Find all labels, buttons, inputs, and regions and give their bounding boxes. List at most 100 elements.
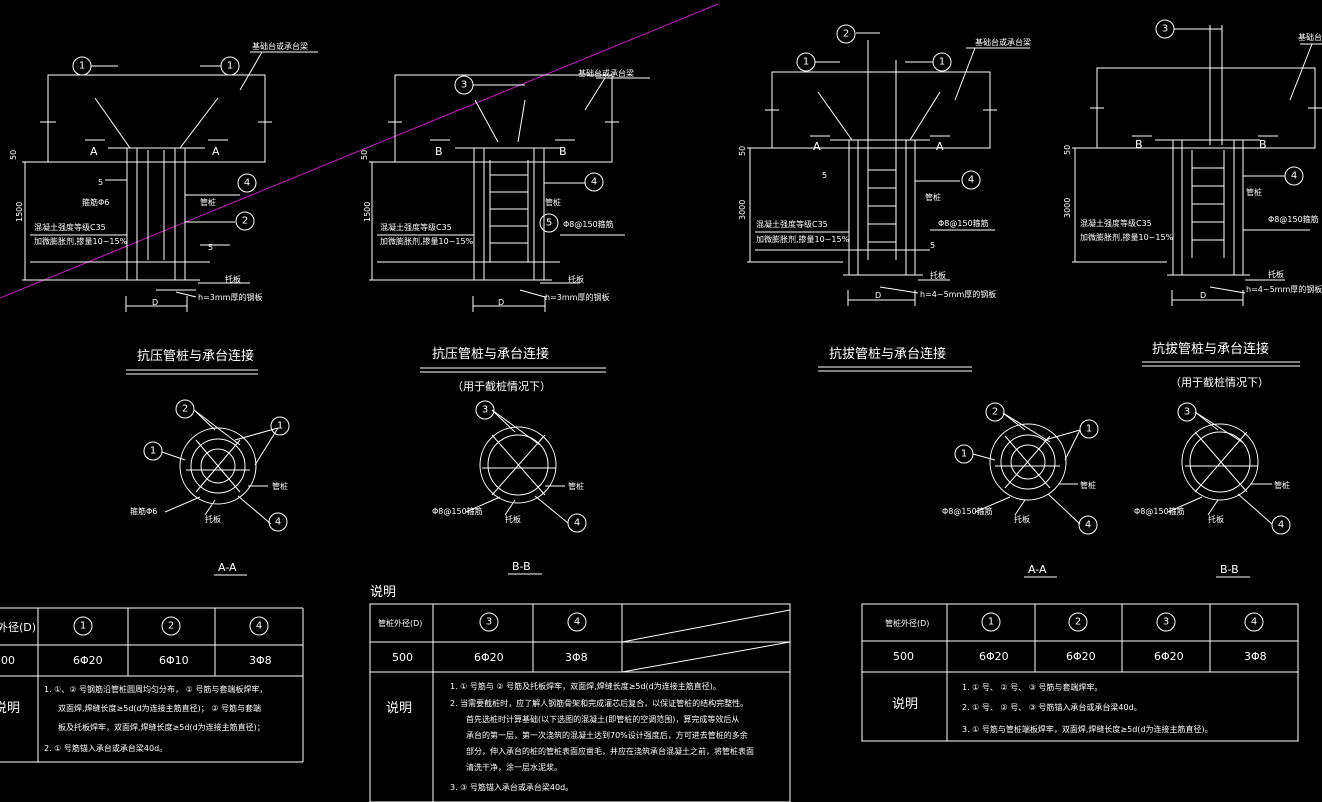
subtitle-detail-2: （用于截桩情况下） bbox=[452, 379, 551, 393]
marker-4: 4 bbox=[968, 175, 974, 186]
marker-1: 1 bbox=[79, 61, 85, 72]
section-title-aa: A-A bbox=[1028, 563, 1047, 576]
section-mark-b: B bbox=[1135, 138, 1143, 151]
table-1-row-value: 500 bbox=[0, 654, 15, 667]
marker-4: 4 bbox=[1278, 520, 1284, 531]
table-3-cell: 6Φ20 bbox=[1066, 650, 1096, 663]
marker-3: 3 bbox=[1163, 617, 1169, 628]
marker-1: 1 bbox=[988, 617, 994, 628]
label-expansion: 加微膨胀剂,掺量10~15% bbox=[756, 234, 850, 244]
table-3-note-label: 说明 bbox=[892, 697, 918, 712]
label-slab: 托板 bbox=[1208, 514, 1224, 524]
marker-4: 4 bbox=[591, 177, 597, 188]
dim-50: 50 bbox=[9, 150, 18, 160]
dim-d: D bbox=[152, 298, 158, 307]
marker-1: 1 bbox=[961, 449, 967, 460]
dim-5: 5 bbox=[822, 171, 827, 180]
marker-1: 1 bbox=[803, 57, 809, 68]
table-3 bbox=[861, 603, 1299, 742]
dim-5: 5 bbox=[98, 178, 103, 187]
label-tie: Φ8@150箍筋 bbox=[432, 506, 483, 516]
title-detail-1: 抗压管桩与承台连接 bbox=[137, 348, 254, 364]
dim-5: 5 bbox=[208, 243, 213, 252]
table-3-header: 管桩外径(D) bbox=[885, 618, 929, 628]
marker-4: 4 bbox=[1291, 171, 1297, 182]
table-2-note: 清洗干净，涂一层水泥浆。 bbox=[466, 762, 562, 772]
subtitle-detail-4: （用于截桩情况下） bbox=[1170, 375, 1269, 389]
label-tie: Φ8@150箍筋 bbox=[1268, 214, 1319, 224]
label-slab: 托板 bbox=[1014, 514, 1030, 524]
dim-3000: 3000 bbox=[738, 200, 747, 220]
marker-2: 2 bbox=[992, 407, 998, 418]
marker-2: 2 bbox=[168, 621, 174, 632]
notes-heading: 说明 bbox=[370, 585, 396, 600]
label-tie: Φ8@150箍筋 bbox=[942, 506, 993, 516]
table-2-note-label: 说明 bbox=[386, 701, 412, 716]
marker-1: 1 bbox=[1086, 424, 1092, 435]
label-expansion: 加微膨胀剂,掺量10~15% bbox=[380, 236, 474, 246]
table-3-cell: 3Φ8 bbox=[1244, 650, 1267, 663]
table-2-cell: 3Φ8 bbox=[565, 651, 588, 664]
title-detail-4: 抗拔管桩与承台连接 bbox=[1152, 341, 1269, 357]
label-concrete: 混凝土强度等级C35 bbox=[380, 222, 452, 232]
label-pile: 管桩 bbox=[1080, 480, 1096, 490]
table-1 bbox=[0, 607, 304, 763]
label-steel-plate: h=3mm厚的钢板 bbox=[545, 292, 609, 302]
marker-4: 4 bbox=[574, 617, 580, 628]
table-2-note: 首先选桩时计算基础(以下选图的混凝土(即管桩的空调范围)，算完成等效后从 bbox=[466, 714, 739, 724]
label-slab: 托板 bbox=[568, 274, 584, 284]
section-title-bb: B-B bbox=[1220, 563, 1239, 576]
marker-4: 4 bbox=[574, 518, 580, 529]
table-2-note: 1. ① 号筋与 ② 号筋及托板焊牢，双面焊,焊缝长度≥5d(d为连接主筋直径)… bbox=[450, 681, 721, 691]
label-pile: 管桩 bbox=[545, 197, 561, 207]
label-tie: Φ8@150箍筋 bbox=[563, 219, 614, 229]
table-1-note-label: 说明 bbox=[0, 701, 20, 716]
label-steel-plate: h=3mm厚的钢板 bbox=[198, 292, 262, 302]
marker-3: 3 bbox=[486, 617, 492, 628]
table-2-row-value: 500 bbox=[392, 651, 413, 664]
marker-2: 2 bbox=[843, 29, 849, 40]
label-cap: 基础台或承台梁 bbox=[578, 68, 634, 78]
dim-5: 5 bbox=[930, 241, 935, 250]
label-concrete: 混凝土强度等级C35 bbox=[34, 222, 106, 232]
label-steel-plate: h=4~5mm厚的钢板 bbox=[920, 289, 996, 299]
label-pile: 管桩 bbox=[925, 192, 941, 202]
dim-1500: 1500 bbox=[363, 202, 372, 222]
section-title-bb: B-B bbox=[512, 560, 531, 573]
marker-3: 3 bbox=[482, 405, 488, 416]
label-pile: 管桩 bbox=[272, 481, 288, 491]
label-pile: 管桩 bbox=[1246, 187, 1262, 197]
marker-4: 4 bbox=[244, 178, 250, 189]
section-title-aa: A-A bbox=[218, 561, 237, 574]
table-1-note: 1. ①、② 号钢筋沿管桩圆周均匀分布， ① 号筋与套端板焊牢， bbox=[44, 684, 267, 694]
label-steel-plate: h=4~5mm厚的钢板 bbox=[1246, 284, 1322, 294]
section-bb-1 bbox=[465, 409, 569, 524]
section-mark-b: B bbox=[559, 145, 567, 158]
section-aa-2 bbox=[972, 412, 1081, 525]
label-slab: 托板 bbox=[225, 274, 241, 284]
marker-3: 3 bbox=[1162, 24, 1168, 35]
table-3-note: 1. ① 号、 ② 号、 ③ 号筋与套端焊牢。 bbox=[962, 682, 1102, 692]
label-concrete: 混凝土强度等级C35 bbox=[1080, 218, 1152, 228]
section-mark-b: B bbox=[435, 145, 443, 158]
label-tie: Φ8@150箍筋 bbox=[1134, 506, 1185, 516]
label-cap: 基础台或承台梁 bbox=[975, 37, 1031, 47]
table-3-note: 3. ① 号筋与管桩端板焊牢，双面焊,焊缝长度≥5d(d为连接主筋直径)。 bbox=[962, 724, 1213, 734]
dim-d: D bbox=[1200, 291, 1206, 300]
table-3-row-value: 500 bbox=[893, 650, 914, 663]
label-slab: 托板 bbox=[505, 514, 521, 524]
table-2-note: 2. 当需要截桩时，应了解人钢筋骨架和完成灌芯后复合，以保证管桩的结构完整性。 bbox=[450, 698, 748, 708]
marker-1: 1 bbox=[150, 446, 156, 457]
magenta-construction-line[interactable] bbox=[0, 3, 719, 299]
table-3-cell: 6Φ20 bbox=[1154, 650, 1184, 663]
label-slab: 托板 bbox=[930, 270, 946, 280]
detail-1-elevation bbox=[22, 51, 318, 312]
dim-50: 50 bbox=[738, 146, 747, 156]
table-1-cell: 3Φ8 bbox=[249, 654, 272, 667]
label-slab: 托板 bbox=[205, 514, 221, 524]
section-mark-b: B bbox=[1259, 138, 1267, 151]
marker-2: 2 bbox=[242, 216, 248, 227]
label-expansion: 加微膨胀剂,掺量10~15% bbox=[1080, 232, 1174, 242]
marker-1: 1 bbox=[939, 57, 945, 68]
